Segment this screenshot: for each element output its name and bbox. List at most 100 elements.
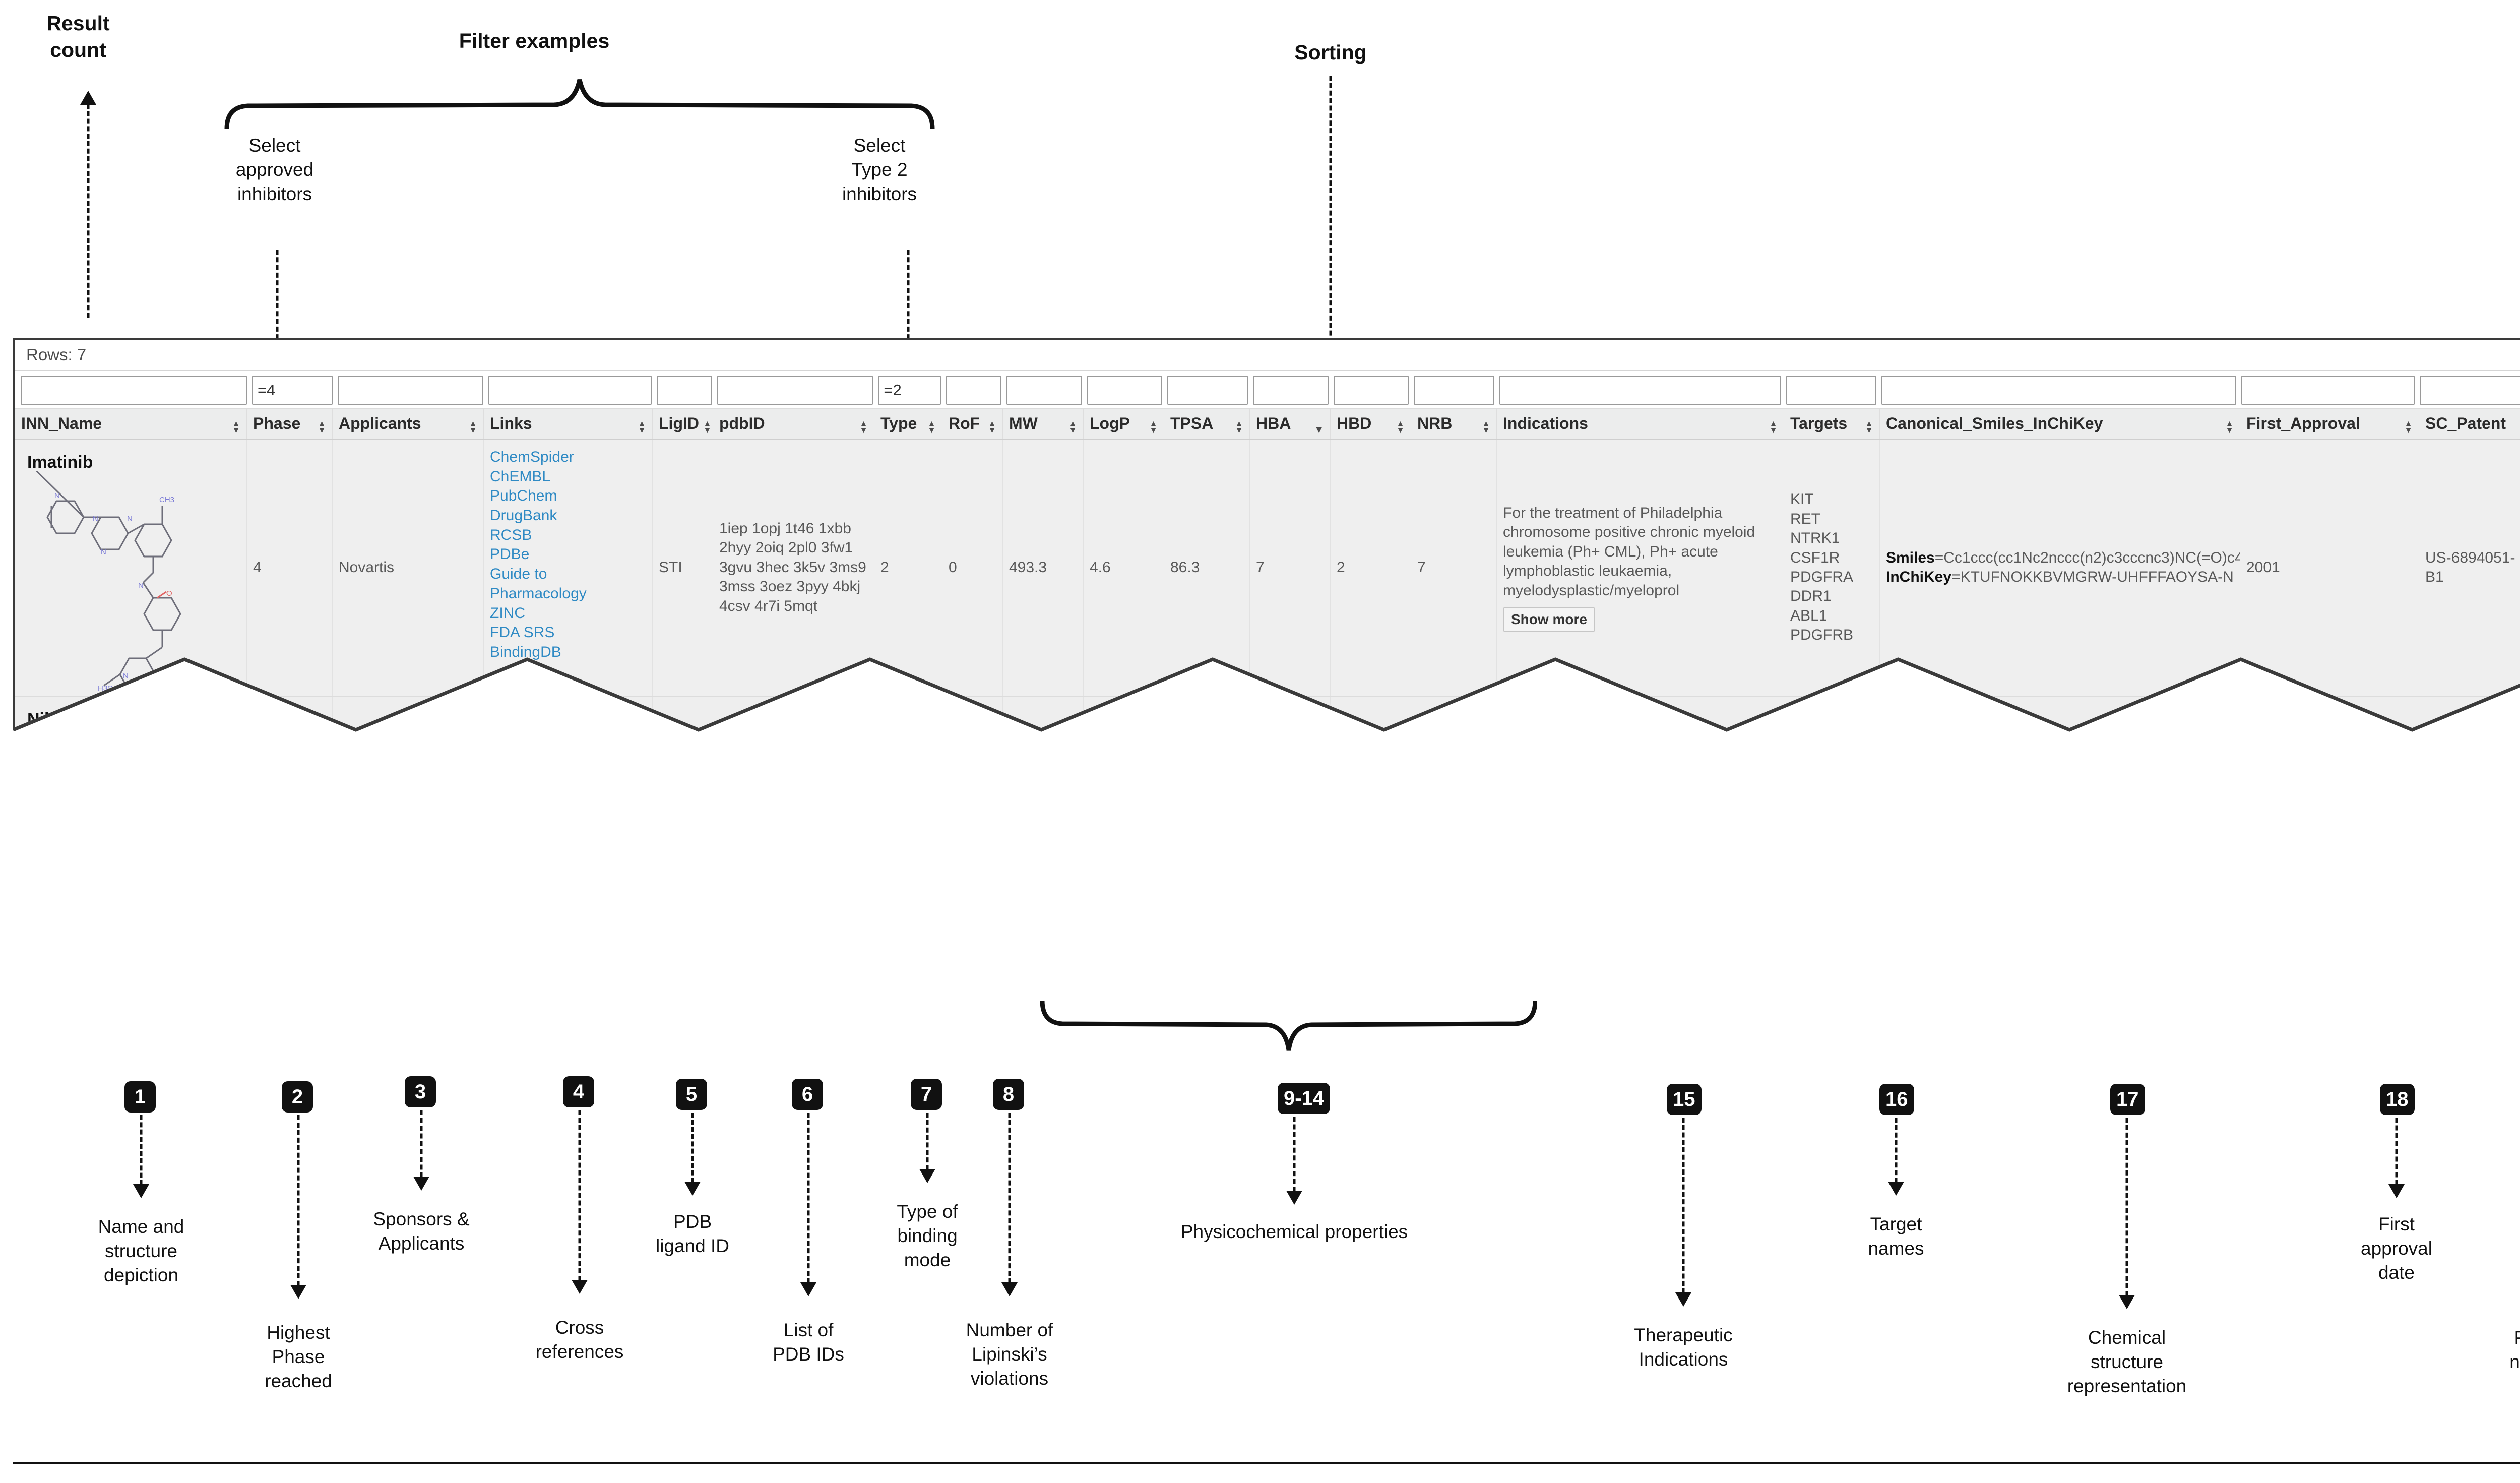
- sort-toggle-icon[interactable]: [703, 417, 712, 430]
- link-pdbe[interactable]: PDBe: [490, 546, 530, 563]
- filter-cell-tpsa[interactable]: [1165, 375, 1250, 406]
- table-row[interactable]: Nilotinib NN NN N FFF O 4NovartisChemSpi…: [15, 697, 2520, 769]
- target-name: PDGFRB: [1790, 627, 1854, 644]
- column-header-applicants[interactable]: Applicants: [333, 409, 484, 439]
- filter-input-hbd[interactable]: [1333, 376, 1409, 405]
- column-header-targets[interactable]: Targets: [1784, 409, 1880, 439]
- link-zinc[interactable]: ZINC: [490, 604, 525, 622]
- column-filter-row[interactable]: [15, 371, 2520, 408]
- column-header-pdbid[interactable]: pdbID: [713, 409, 874, 439]
- link-chembl[interactable]: ChEMBL: [490, 468, 551, 485]
- filter-input-nrb[interactable]: [1414, 376, 1494, 405]
- sort-toggle-icon[interactable]: [927, 417, 936, 430]
- filter-cell-inn_name[interactable]: [18, 375, 249, 406]
- link-chemspider[interactable]: ChemSpider: [490, 449, 574, 465]
- column-header-rof[interactable]: RoF: [942, 409, 1003, 439]
- table-header-row[interactable]: INN_NamePhaseApplicantsLinksLigIDpdbIDTy…: [15, 408, 2520, 440]
- filter-input-applicants[interactable]: [337, 376, 484, 405]
- sort-toggle-icon[interactable]: [469, 417, 477, 430]
- link-fda-srs[interactable]: FDA SRS: [490, 624, 555, 641]
- filter-cell-pdbid[interactable]: [715, 375, 875, 406]
- column-header-type[interactable]: Type: [874, 409, 942, 439]
- filter-cell-indications[interactable]: [1497, 375, 1784, 406]
- filter-input-rof[interactable]: [946, 376, 1001, 405]
- filter-input-canonical_smiles_inchikey[interactable]: [1881, 376, 2236, 405]
- sort-toggle-icon[interactable]: [1396, 417, 1405, 430]
- sort-toggle-icon[interactable]: [1482, 417, 1490, 430]
- column-header-tpsa[interactable]: TPSA: [1164, 409, 1250, 439]
- link-rcsb[interactable]: RCSB: [490, 526, 532, 543]
- link-pubchem[interactable]: PubChem: [490, 487, 557, 505]
- filter-cell-applicants[interactable]: [335, 375, 486, 406]
- filter-cell-hbd[interactable]: [1331, 375, 1412, 406]
- filter-cell-links[interactable]: [486, 375, 654, 406]
- filter-cell-canonical_smiles_inchikey[interactable]: [1879, 375, 2238, 406]
- filter-input-hba[interactable]: [1252, 376, 1329, 405]
- sort-toggle-icon[interactable]: [2404, 417, 2413, 430]
- filter-input-type[interactable]: [878, 376, 941, 405]
- table-row[interactable]: Imatinib N N N: [15, 440, 2520, 697]
- sort-desc-icon[interactable]: [1314, 417, 1324, 430]
- sort-toggle-icon[interactable]: [2225, 417, 2234, 430]
- column-header-sc_patent[interactable]: SC_Patent: [2419, 409, 2520, 439]
- filter-cell-mw[interactable]: [1004, 375, 1085, 406]
- column-header-hbd[interactable]: HBD: [1331, 409, 1411, 439]
- filter-cell-nrb[interactable]: [1411, 375, 1497, 406]
- column-header-links[interactable]: Links: [484, 409, 653, 439]
- sort-toggle-icon[interactable]: [1769, 417, 1778, 430]
- sort-toggle-icon[interactable]: [1068, 417, 1077, 430]
- link-chemspider[interactable]: ChemSpider: [490, 706, 574, 722]
- svg-text:N: N: [40, 750, 46, 758]
- filter-cell-type[interactable]: [875, 375, 943, 406]
- filter-input-targets[interactable]: [1786, 376, 1877, 405]
- sort-toggle-icon[interactable]: [988, 417, 996, 430]
- filter-cell-first_approval[interactable]: [2239, 375, 2417, 406]
- filter-input-mw[interactable]: [1006, 376, 1082, 405]
- link-bindingdb[interactable]: BindingDB: [490, 643, 561, 660]
- sort-toggle-icon[interactable]: [232, 417, 240, 430]
- filter-input-first_approval[interactable]: [2241, 376, 2415, 405]
- filter-cell-phase[interactable]: [249, 375, 335, 406]
- cell-links[interactable]: ChemSpiderChEMBLPubChemDrugBankRCSBPDBeG…: [484, 697, 653, 769]
- filter-input-sc_patent[interactable]: [2420, 376, 2520, 405]
- column-header-inn_name[interactable]: INN_Name: [15, 409, 247, 439]
- filter-input-links[interactable]: [488, 376, 652, 405]
- sort-toggle-icon[interactable]: [1865, 417, 1873, 430]
- column-header-indications[interactable]: Indications: [1497, 409, 1784, 439]
- target-name: CSF1R: [1790, 549, 1840, 566]
- filter-input-tpsa[interactable]: [1167, 376, 1248, 405]
- link-guide-to-pharmacology[interactable]: Guide to Pharmacology: [490, 566, 587, 602]
- sort-toggle-icon[interactable]: [859, 417, 868, 430]
- sort-toggle-icon[interactable]: [1149, 417, 1158, 430]
- column-header-nrb[interactable]: NRB: [1411, 409, 1497, 439]
- column-header-canonical_smiles_inchikey[interactable]: Canonical_Smiles_InChiKey: [1880, 409, 2240, 439]
- column-header-hba[interactable]: HBA: [1250, 409, 1331, 439]
- filter-cell-hba[interactable]: [1250, 375, 1331, 406]
- column-header-logp[interactable]: LogP: [1084, 409, 1164, 439]
- filter-input-logp[interactable]: [1087, 376, 1163, 405]
- sort-toggle-icon[interactable]: [1235, 417, 1243, 430]
- filter-cell-logp[interactable]: [1085, 375, 1165, 406]
- column-header-mw[interactable]: MW: [1003, 409, 1084, 439]
- column-header-first_approval[interactable]: First_Approval: [2240, 409, 2419, 439]
- show-more-button[interactable]: Show more: [1503, 607, 1595, 632]
- filter-input-ligid[interactable]: [657, 376, 713, 405]
- filter-cell-targets[interactable]: [1784, 375, 1879, 406]
- filter-input-phase[interactable]: [252, 376, 333, 405]
- filter-input-indications[interactable]: [1499, 376, 1781, 405]
- filter-input-inn_name[interactable]: [21, 376, 247, 405]
- link-drugbank[interactable]: DrugBank: [490, 763, 646, 769]
- sort-toggle-icon[interactable]: [638, 417, 646, 430]
- sort-toggle-icon[interactable]: [318, 417, 326, 430]
- link-pubchem[interactable]: PubChem: [490, 745, 557, 762]
- column-header-phase[interactable]: Phase: [247, 409, 333, 439]
- filter-cell-rof[interactable]: [943, 375, 1004, 406]
- link-drugbank[interactable]: DrugBank: [490, 507, 557, 524]
- filter-input-pdbid[interactable]: [717, 376, 873, 405]
- results-table-widget[interactable]: Rows: 7 ? INN_NamePhaseApplicantsLinksLi…: [13, 338, 2520, 771]
- column-header-ligid[interactable]: LigID: [653, 409, 713, 439]
- link-chembl[interactable]: ChEMBL: [490, 725, 551, 742]
- filter-cell-sc_patent[interactable]: [2417, 375, 2520, 406]
- filter-cell-ligid[interactable]: [654, 375, 715, 406]
